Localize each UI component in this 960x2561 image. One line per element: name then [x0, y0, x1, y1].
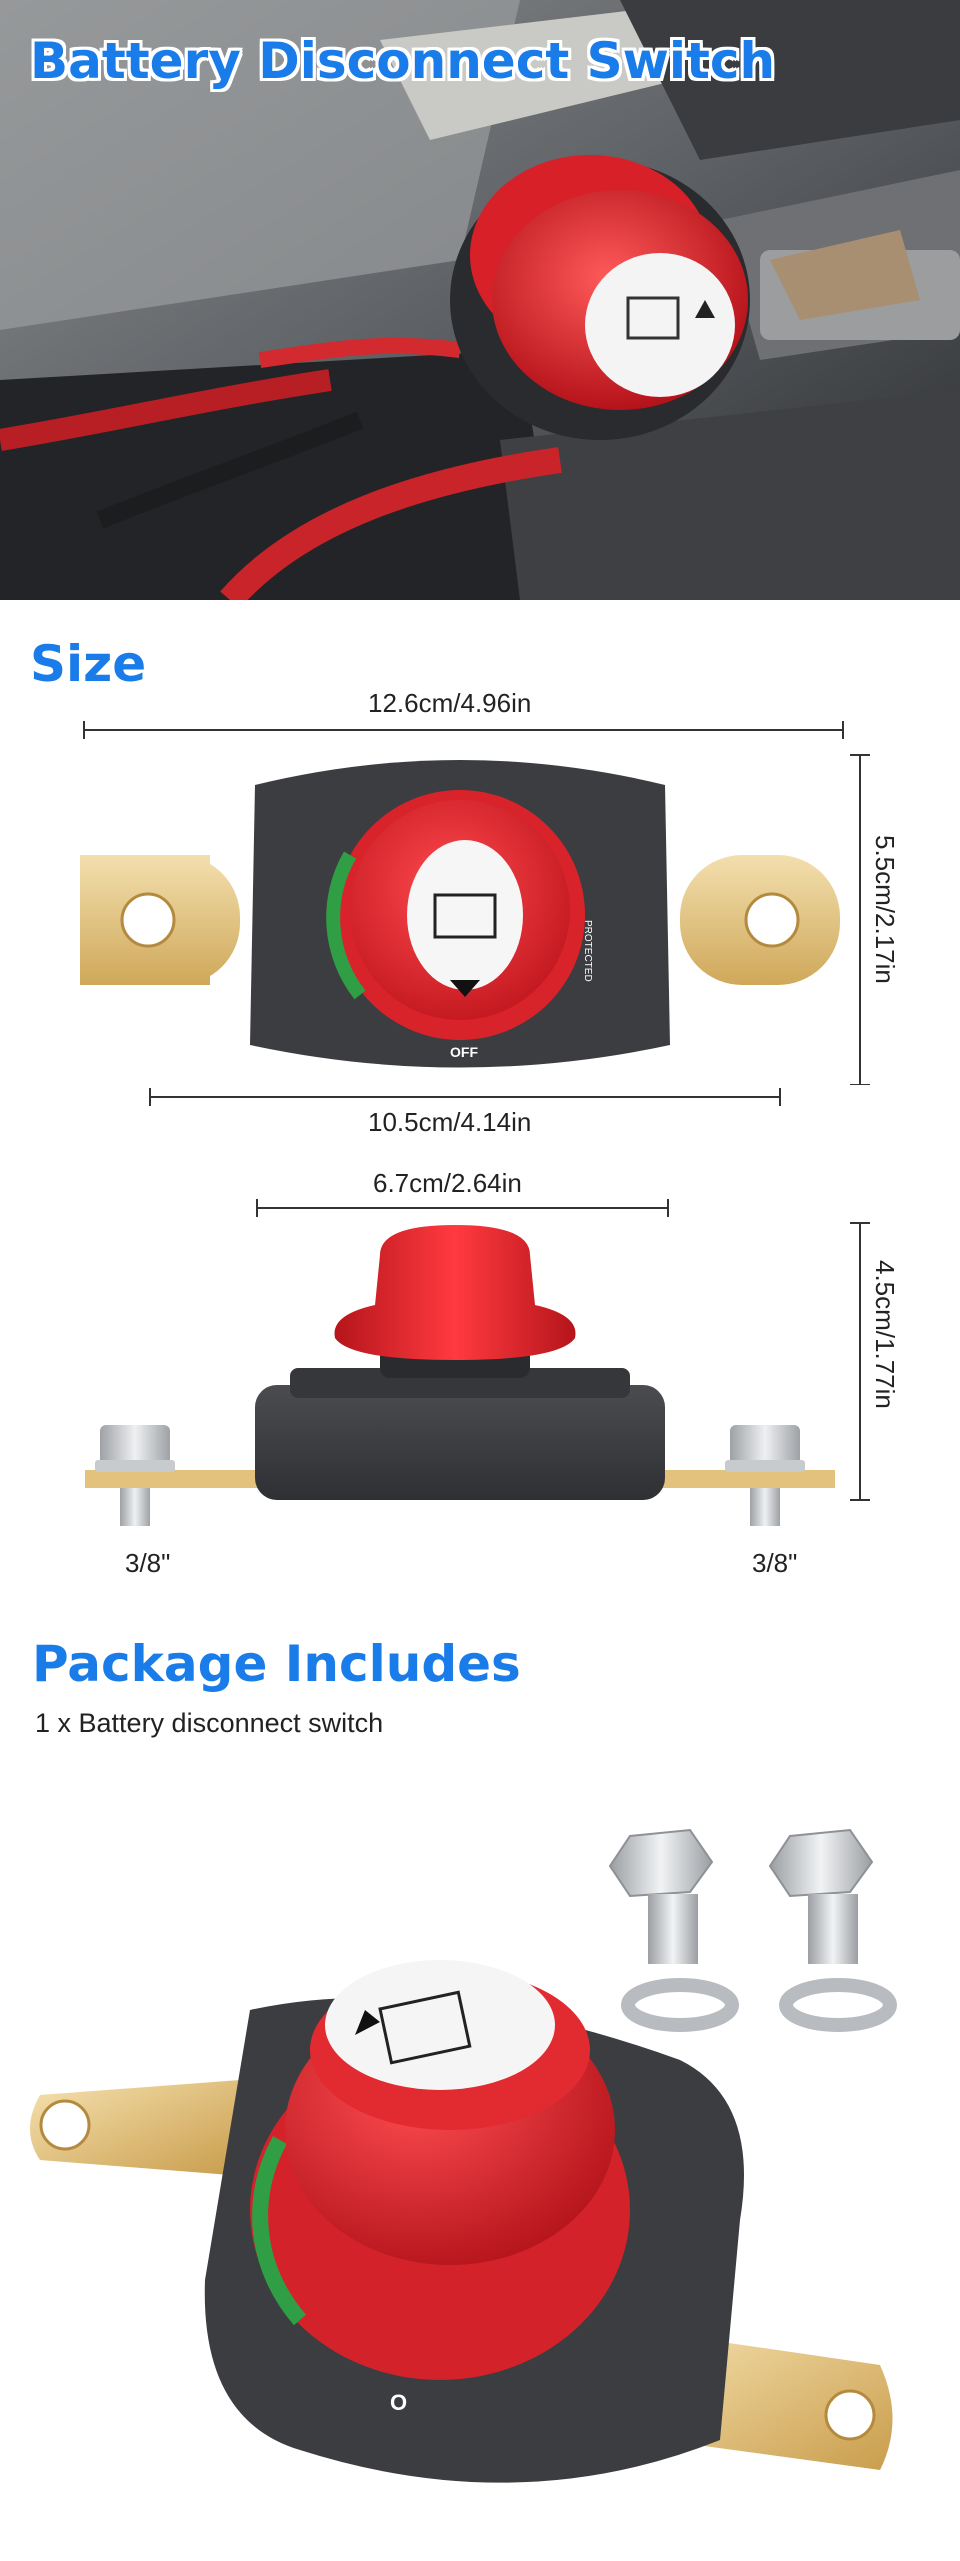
package-heading: Package Includes: [32, 1635, 521, 1693]
top-width-dimension-line: [83, 721, 844, 739]
size-heading: Size: [30, 635, 147, 693]
switch-top-view: PROTECTED OFF: [80, 760, 840, 1068]
switch-protected-mark: PROTECTED: [582, 920, 593, 982]
bolt-left-label: 3/8": [125, 1548, 171, 1578]
engine-bay-illustration: [0, 0, 960, 600]
hero-title: Battery Disconnect Switch: [30, 32, 776, 90]
top-width-label: 12.6cm/4.96in: [368, 688, 532, 718]
knob-width-label: 6.7cm/2.64in: [373, 1168, 522, 1198]
package-illustration: O: [30, 1828, 897, 2483]
side-height-dimension-line: [850, 1222, 870, 1501]
svg-text:O: O: [390, 2390, 407, 2415]
bolt-1: [608, 1828, 739, 2032]
base-width-dimension-line: [149, 1088, 781, 1106]
switch-side-view: [85, 1225, 835, 1526]
top-height-label: 5.5cm/2.17in: [870, 835, 900, 984]
base-width-label: 10.5cm/4.14in: [368, 1107, 532, 1137]
bolt-2: [768, 1828, 897, 2032]
switch-off-mark: OFF: [450, 1044, 478, 1060]
knob-width-dimension-line: [256, 1199, 669, 1217]
hero-photo: Battery Disconnect Switch: [0, 0, 960, 600]
package-item: 1 x Battery disconnect switch: [35, 1708, 384, 1738]
bolt-right-label: 3/8": [752, 1548, 798, 1578]
top-height-dimension-line: [850, 754, 870, 1085]
